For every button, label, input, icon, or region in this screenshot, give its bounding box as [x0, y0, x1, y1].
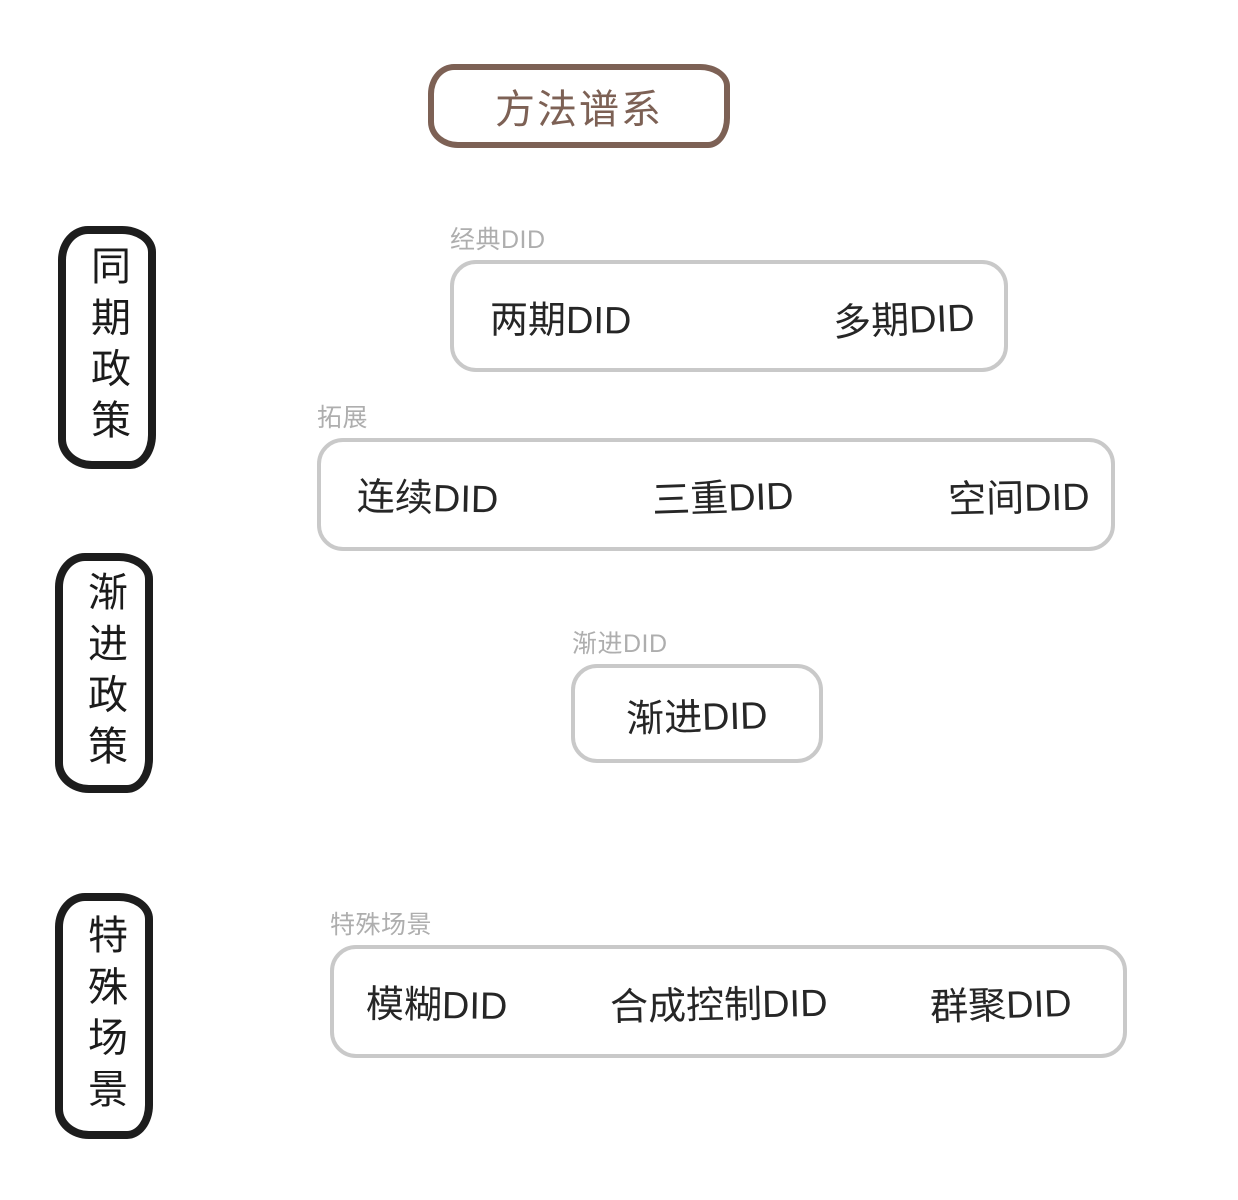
group-box-special-scenarios: 模糊DID 合成控制DID 群聚DID: [330, 945, 1127, 1058]
category-label-special-scenario: 特殊场景: [82, 913, 126, 1119]
group-label-special-scenarios: 特殊场景: [330, 911, 433, 939]
category-box-gradual-policy: 渐进政策: [55, 553, 153, 793]
node-continuous-did: 连续DID: [356, 476, 499, 522]
group-box-extensions: 连续DID 三重DID 空间DID: [317, 438, 1115, 551]
category-box-concurrent-policy: 同期政策: [58, 226, 156, 469]
node-fuzzy-did: 模糊DID: [365, 984, 508, 1028]
group-label-extensions: 拓展: [317, 404, 369, 432]
category-label-concurrent-policy: 同期政策: [85, 245, 129, 450]
node-staggered-did: 渐进DID: [625, 695, 769, 741]
node-bunching-did: 群聚DID: [929, 982, 1072, 1030]
node-two-period-did: 两期DID: [489, 299, 632, 342]
group-label-classic-did: 经典DID: [450, 226, 546, 254]
category-label-gradual-policy: 渐进政策: [82, 570, 126, 776]
node-multi-period-did: 多期DID: [831, 296, 975, 345]
diagram-title: 方法谱系: [495, 88, 663, 132]
group-label-staggered-did: 渐进DID: [572, 630, 668, 658]
category-box-special-scenario: 特殊场景: [55, 893, 153, 1139]
group-box-staggered-did: 渐进DID: [571, 664, 823, 763]
group-box-classic-did: 两期DID 多期DID: [450, 260, 1008, 372]
node-synthetic-control-did: 合成控制DID: [609, 982, 828, 1030]
node-triple-did: 三重DID: [651, 475, 795, 523]
diagram-title-box: 方法谱系: [428, 64, 730, 148]
node-spatial-did: 空间DID: [947, 476, 1090, 522]
